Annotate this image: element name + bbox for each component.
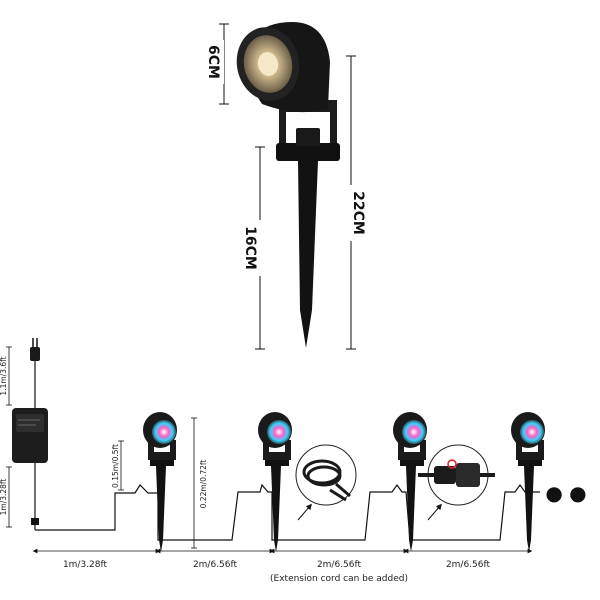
total-height-label: 22CM — [350, 191, 366, 235]
stake-length-label: 16CM — [242, 226, 258, 270]
head-height-label: 6CM — [205, 45, 221, 79]
lamp-3 — [393, 412, 427, 552]
segment-dimensions: 1m/3.28ft 2m/6.56ft 2m/6.56ft 2m/6.56ft … — [32, 548, 533, 584]
dimension-plug-cable: 1.1m/3.6ft — [0, 346, 12, 406]
plug-cable-label: 1.1m/3.6ft — [0, 356, 8, 395]
extension-note: (Extension cord can be added) — [270, 574, 408, 584]
connector-illustration — [418, 444, 495, 521]
main-cable — [35, 483, 540, 541]
segment-label-1: 1m/3.28ft — [63, 560, 108, 570]
segment-label-3: 2m/6.56ft — [317, 560, 362, 570]
adapter-cable-label: 1m/3.28ft — [0, 479, 8, 516]
dimension-stake-length: 16CM — [242, 146, 265, 350]
lamp-4 — [511, 412, 545, 552]
dimension-adapter-cable: 1m/3.28ft — [0, 466, 12, 528]
power-plug — [30, 338, 40, 408]
segment-label-2: 2m/6.56ft — [193, 560, 238, 570]
dimension-lamp-height: 0.22m/0.72ft — [191, 417, 208, 549]
lamp-2 — [258, 412, 292, 552]
lamp-1 — [143, 412, 177, 552]
continuation-dots: ● ● — [545, 481, 586, 505]
extension-cord-illustration — [295, 444, 357, 521]
lamp-array — [143, 412, 545, 552]
power-adapter — [12, 408, 48, 530]
lamp-lead-label: 0.15m/0.5ft — [111, 444, 120, 488]
large-spotlight — [236, 22, 340, 348]
lamp-height-label: 0.22m/0.72ft — [199, 460, 208, 509]
dimension-head-height: 6CM — [204, 23, 229, 105]
segment-label-4: 2m/6.56ft — [446, 560, 491, 570]
dimension-total-height: 22CM — [346, 55, 372, 350]
dimension-lamp-lead: 0.15m/0.5ft — [111, 440, 124, 491]
